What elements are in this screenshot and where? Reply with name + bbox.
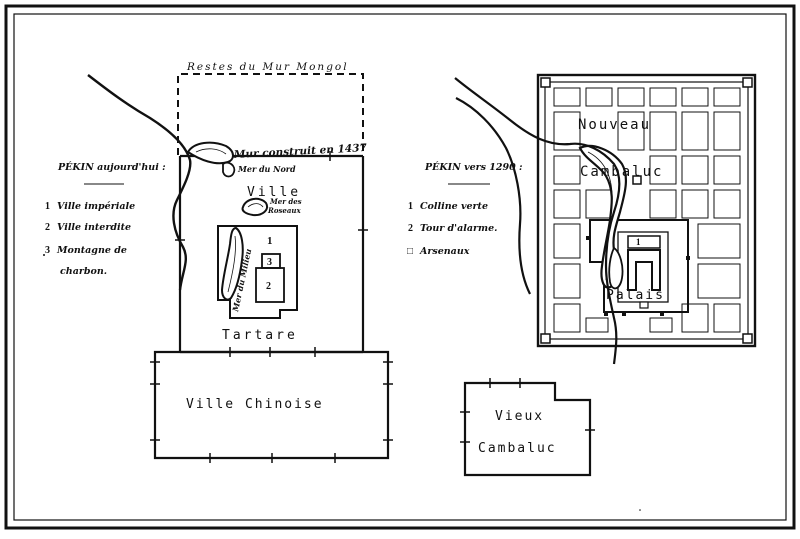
middle-lake-shape: [220, 226, 244, 301]
left-legend: PÉKIN aujourd'hui : 1 Ville impériale 2 …: [45, 161, 166, 277]
left-legend-item-3-num: 3: [45, 245, 50, 256]
paper-flecks: [43, 254, 641, 511]
chinese-city-wall: [153, 350, 390, 460]
reed-lake-label-1: Mer des: [269, 197, 302, 206]
right-river: [454, 77, 621, 365]
cambaluc-outer-wall: [536, 73, 757, 348]
left-legend-item-2: Ville interdite: [57, 222, 131, 233]
vieux-label: Vieux: [495, 409, 544, 424]
wall-1437-label: Mur construit en 1437: [233, 142, 368, 161]
arsenal-markers: [540, 77, 753, 344]
imperial-city: [217, 225, 298, 319]
old-cambaluc-wall: [463, 381, 592, 477]
left-legend-item-1: Ville impériale: [57, 201, 135, 212]
reed-lake-label-2: Roseaux: [267, 206, 302, 215]
right-legend-item-2-num: 2: [408, 223, 413, 234]
chinese-city-gates: [150, 361, 393, 463]
palace-hall: [627, 249, 661, 291]
right-map: Nouveau Cambaluc 1 Palais Vieux Cambaluc…: [407, 73, 757, 477]
old-cambaluc-gates: [460, 378, 595, 443]
right-legend-item-1-num: 1: [408, 201, 413, 212]
north-lake-shape: [186, 141, 234, 165]
left-legend-title: PÉKIN aujourd'hui :: [57, 161, 166, 173]
right-legend-title: PÉKIN vers 1290 :: [424, 161, 523, 173]
left-legend-item-1-num: 1: [45, 201, 50, 212]
left-map: Restes du Mur Mongol: [45, 61, 393, 463]
north-lake-small: [222, 161, 236, 178]
right-legend-item-2: Tour d'alarme.: [420, 223, 497, 234]
imperial-city-number: 1: [267, 235, 273, 247]
chinese-city-label: Ville Chinoise: [186, 397, 324, 412]
green-hill-number: 1: [636, 237, 641, 247]
cambaluc-label: Cambaluc: [580, 164, 663, 180]
old-cambaluc-label: Cambaluc: [478, 441, 557, 456]
city-blocks: [553, 87, 741, 333]
right-legend: PÉKIN vers 1290 : 1 Colline verte 2 Tour…: [407, 161, 523, 257]
palace-gate: [639, 301, 649, 309]
left-river: [87, 74, 192, 291]
palais-label: Palais: [606, 288, 665, 303]
right-legend-item-1: Colline verte: [420, 201, 488, 212]
ville-label: Ville: [247, 185, 301, 200]
forbidden-city-number: 2: [266, 281, 271, 292]
mongol-wall: [177, 73, 364, 158]
mongol-wall-label: Restes du Mur Mongol: [186, 61, 349, 73]
left-legend-item-3: Montagne de: [56, 245, 127, 256]
green-hill: [627, 235, 661, 249]
right-legend-item-3-symbol: □: [407, 246, 413, 257]
plate-frame: [4, 4, 796, 530]
forbidden-city: [255, 267, 285, 303]
right-legend-item-3: Arsenaux: [419, 246, 470, 257]
palace-gate-marks: [586, 236, 690, 316]
left-legend-item-3-cont: charbon.: [60, 266, 107, 277]
reed-lake-shape: [241, 197, 268, 217]
right-river-west: [455, 97, 531, 295]
nouveau-label: Nouveau: [578, 117, 651, 133]
palace-lake: [608, 246, 624, 290]
left-legend-item-2-num: 2: [45, 222, 50, 233]
coal-hill-number: 3: [267, 257, 272, 268]
tartare-label: Tartare: [222, 328, 298, 343]
north-lake-label: Mer du Nord: [237, 164, 296, 174]
